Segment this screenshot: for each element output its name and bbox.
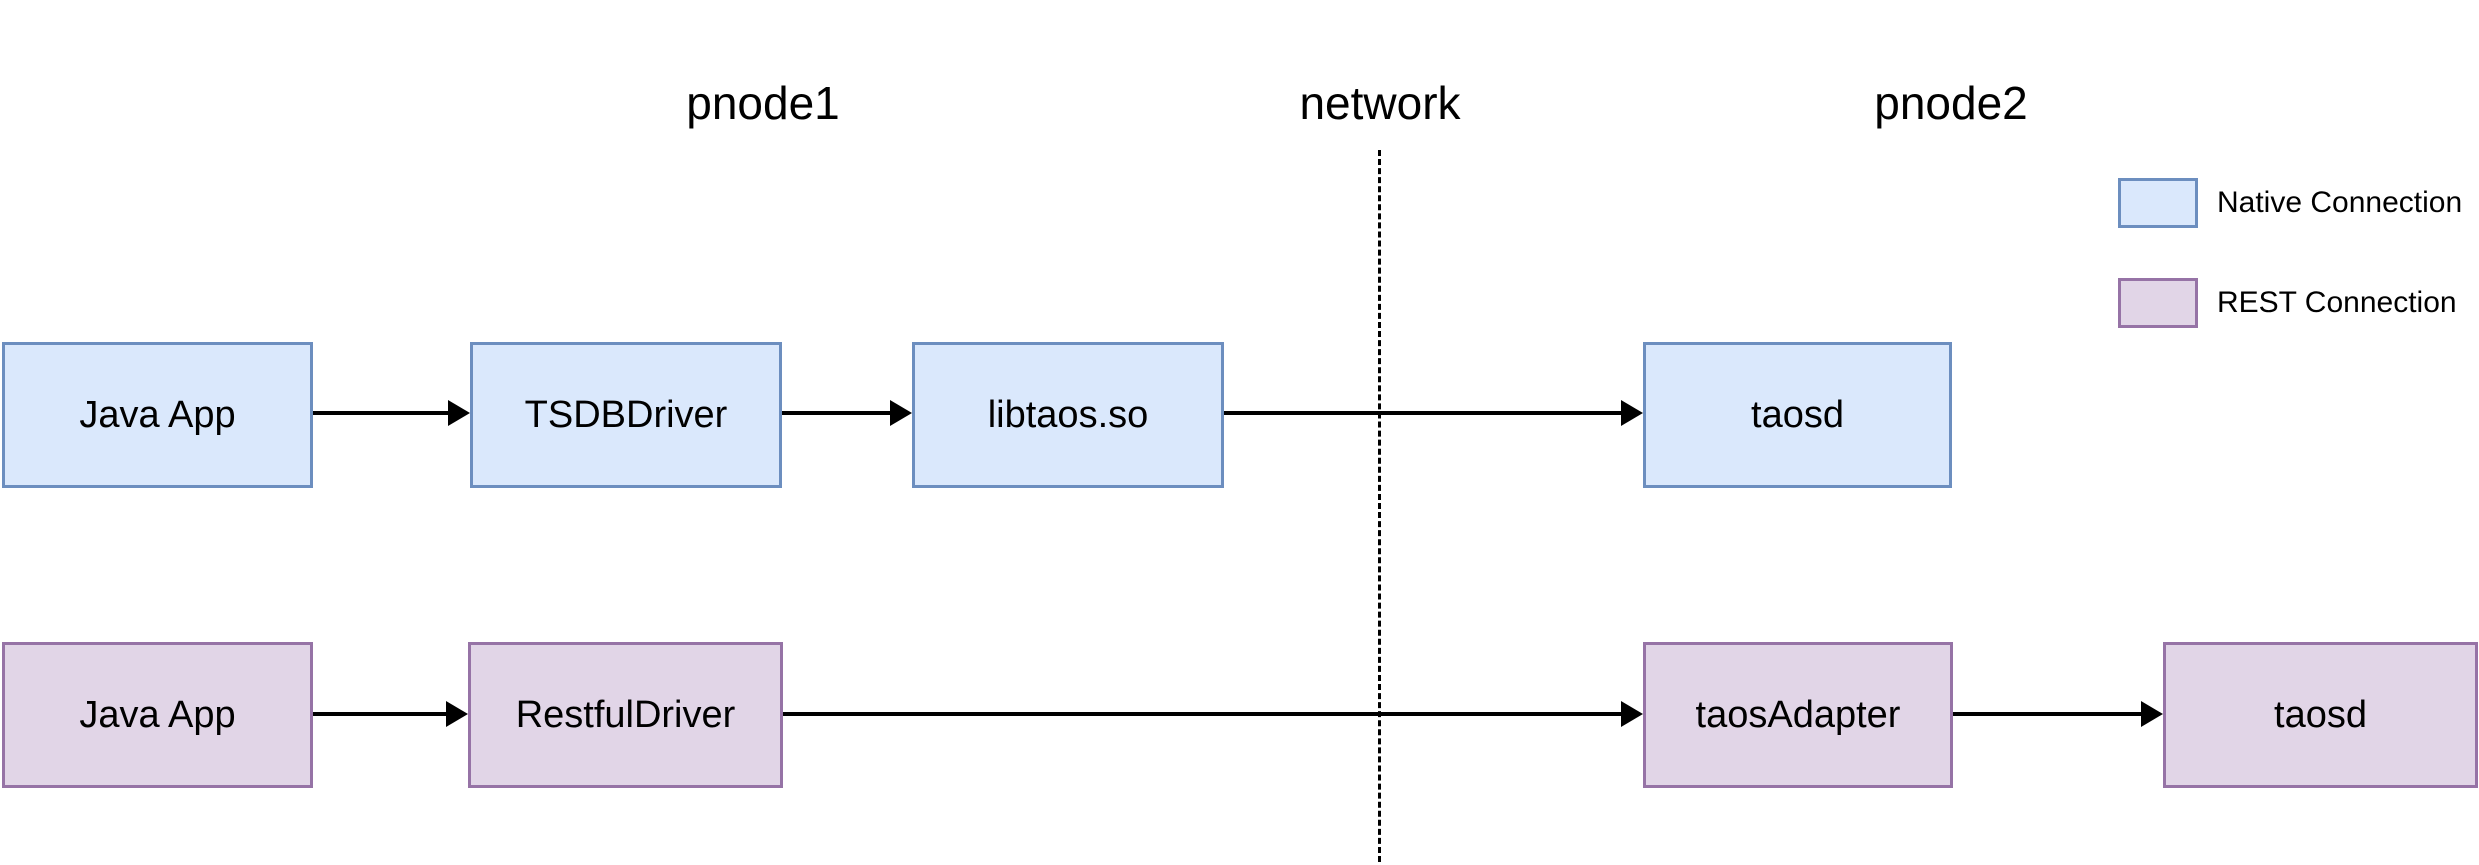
zone-label-pnode1: pnode1 <box>686 77 840 129</box>
node-taos-adapter: taosAdapter <box>1643 642 1953 788</box>
node-java-app-native: Java App <box>2 342 313 488</box>
node-java-app-rest: Java App <box>2 642 313 788</box>
arrow-javaapp-to-tsdbdriver <box>313 399 470 427</box>
node-label: taosd <box>1751 393 1844 436</box>
arrow-javaapp-to-restfuldriver <box>313 700 468 728</box>
arrowhead-icon <box>890 400 912 426</box>
legend-swatch-native-connection <box>2118 178 2198 228</box>
node-tsdb-driver: TSDBDriver <box>470 342 782 488</box>
node-label: TSDBDriver <box>524 393 728 436</box>
node-restful-driver: RestfulDriver <box>468 642 783 788</box>
arrowhead-icon <box>446 701 468 727</box>
arrowhead-icon <box>1621 400 1643 426</box>
arrow-shaft <box>783 712 1629 716</box>
arrow-tsdbdriver-to-libtaos <box>782 399 912 427</box>
arrow-shaft <box>1953 712 2149 716</box>
zone-label-network: network <box>1299 77 1461 129</box>
arrow-shaft <box>782 411 898 415</box>
arrowhead-icon <box>1621 701 1643 727</box>
legend-swatch-rest-connection <box>2118 278 2198 328</box>
arrow-shaft <box>1224 411 1629 415</box>
arrow-taosadapter-to-taosd <box>1953 700 2163 728</box>
arrowhead-icon <box>448 400 470 426</box>
node-libtaos-so: libtaos.so <box>912 342 1224 488</box>
arrowhead-icon <box>2141 701 2163 727</box>
arrow-restfuldriver-to-taosadapter <box>783 700 1643 728</box>
node-label: taosd <box>2274 693 2367 736</box>
node-label: Java App <box>79 393 236 436</box>
arrow-libtaos-to-taosd <box>1224 399 1643 427</box>
node-label: libtaos.so <box>987 393 1149 436</box>
node-label: RestfulDriver <box>515 693 736 736</box>
node-label: Java App <box>79 693 236 736</box>
legend-label-native-connection: Native Connection <box>2217 186 2463 219</box>
zone-label-pnode2: pnode2 <box>1874 77 2028 129</box>
arrow-shaft <box>313 411 456 415</box>
arrow-shaft <box>313 712 454 716</box>
node-taosd-native: taosd <box>1643 342 1952 488</box>
legend-label-rest-connection: REST Connection <box>2217 286 2457 319</box>
node-label: taosAdapter <box>1695 693 1901 736</box>
network-divider-dashed-line <box>1378 150 1381 862</box>
node-taosd-rest: taosd <box>2163 642 2478 788</box>
